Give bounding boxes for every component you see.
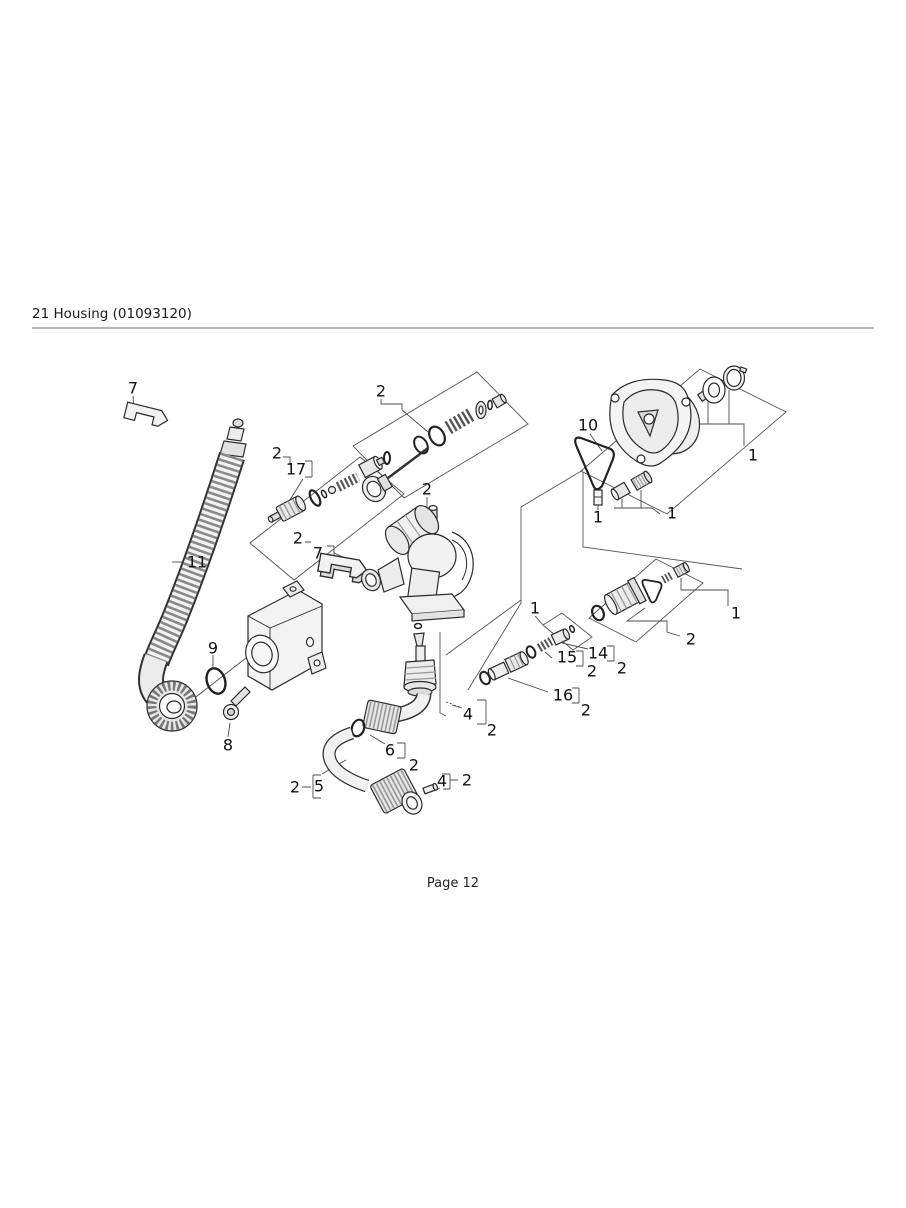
callout-5: 5 (314, 777, 324, 796)
callout-7: 7 (313, 544, 323, 563)
callout-2: 2 (409, 756, 419, 775)
callout-15: 15 (557, 648, 577, 667)
callout-2: 2 (617, 659, 627, 678)
leader-lines (132, 390, 745, 799)
central-manifold (361, 504, 474, 622)
callout-1: 1 (593, 508, 603, 527)
callout-2: 2 (376, 382, 386, 401)
injector-valve (403, 622, 437, 697)
callout-2: 2 (686, 630, 696, 649)
callout-2: 2 (581, 701, 591, 720)
clip-7-lower (317, 552, 371, 584)
callout-6: 6 (385, 741, 395, 760)
page-header: 21 Housing (01093120) (32, 306, 874, 329)
callout-4: 4 (463, 705, 473, 724)
page-number: Page 12 (426, 876, 480, 891)
mid-valve-group (479, 624, 576, 686)
callout-2: 2 (290, 778, 300, 797)
callout-9: 9 (208, 639, 218, 658)
o-ring-9 (205, 667, 227, 695)
page-title: 21 Housing (01093120) (32, 306, 192, 322)
callout-7: 7 (128, 379, 138, 398)
callout-17: 17 (286, 460, 306, 479)
callout-2: 2 (462, 771, 472, 790)
callout-11: 11 (187, 553, 207, 572)
callout-10: 10 (578, 416, 598, 435)
callout-2: 2 (487, 721, 497, 740)
callout-2: 2 (587, 662, 597, 681)
top-valve-group (361, 393, 507, 503)
callout-14: 14 (588, 644, 608, 663)
callout-1: 1 (530, 599, 540, 618)
motor-housing-group (609, 365, 748, 467)
unloader-piston-group (267, 451, 391, 523)
hose-barb-4 (422, 782, 439, 795)
outlet-elbow-pipe (322, 692, 439, 815)
callout-2: 2 (293, 529, 303, 548)
plug-group (610, 470, 653, 501)
hose-assembly (138, 418, 247, 732)
callout-2: 2 (272, 444, 282, 463)
callout-1: 1 (667, 504, 677, 523)
triangular-seal-10 (574, 436, 615, 506)
clip-7-top (123, 401, 169, 427)
callout-2: 2 (422, 480, 432, 499)
callout-1: 1 (731, 604, 741, 623)
callout-8: 8 (223, 736, 233, 755)
page-footer: Page 12 (0, 876, 906, 891)
callout-1: 1 (748, 446, 758, 465)
callout-16: 16 (553, 686, 573, 705)
callout-4: 4 (437, 772, 447, 791)
right-valve-group (590, 561, 690, 622)
pump-block (245, 580, 327, 691)
bolt-8 (222, 686, 251, 721)
